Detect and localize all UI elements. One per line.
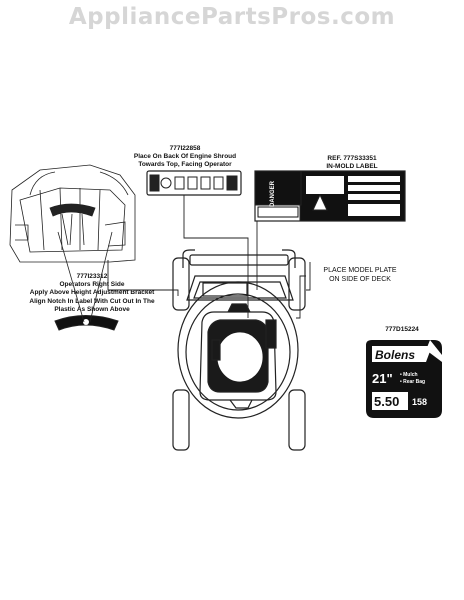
mold-label-line1: IN-MOLD LABEL	[326, 163, 378, 171]
bolens-brand-text: Bolens	[375, 348, 415, 362]
height-label-line1: Operators Right Side	[59, 281, 125, 289]
engine-label-line1: Place On Back Of Engine Shroud	[133, 153, 237, 161]
bolens-torque-text: 5.50	[374, 394, 399, 409]
engine-label-callout: 777I22858 Place On Back Of Engine Shroud…	[120, 145, 250, 170]
mold-label-callout: REF. 777S33351 IN-MOLD LABEL	[292, 155, 412, 171]
model-plate-callout: PLACE MODEL PLATE ON SIDE OF DECK	[310, 266, 410, 284]
height-label-callout: 777I23312 Operators Right Side Apply Abo…	[22, 273, 162, 314]
engine-sketch	[9, 164, 136, 263]
engine-label-line2: Towards Top, Facing Operator	[138, 161, 232, 169]
model-plate-line1: PLACE MODEL PLATE	[323, 267, 397, 274]
engine-label-decal	[146, 170, 242, 196]
height-notch-label-decal	[54, 315, 119, 331]
danger-word: DANGER	[270, 180, 276, 207]
height-label-part-number: 777I23312	[76, 273, 108, 280]
watermark: AppliancePartsPros.com	[68, 4, 396, 30]
height-label-line2: Apply Above Height Adjustment Bracket	[29, 289, 155, 297]
bolens-cc-text: 158	[412, 397, 427, 407]
mold-label-ref: REF. 777S33351	[327, 155, 377, 162]
bolens-label-callout: 777D15224	[362, 326, 442, 334]
bolens-feature-mulch: • Mulch	[400, 372, 418, 378]
bolens-label-decal: Bolens 21" • Mulch • Rear Bag 5.50 158	[366, 340, 442, 418]
bolens-size-text: 21"	[372, 371, 393, 386]
height-label-line4: Plastic As Shown Above	[54, 305, 130, 313]
leader-lines	[57, 195, 311, 323]
bolens-label-part-number: 777D15224	[385, 326, 419, 333]
danger-label-decal	[254, 170, 406, 222]
mower-body	[172, 249, 306, 451]
engine-label-part-number: 777I22858	[169, 145, 201, 152]
height-label-line3: Align Notch In Label With Cut Out In The	[29, 297, 155, 305]
bolens-feature-bag: • Rear Bag	[400, 379, 425, 385]
model-plate-line2: ON SIDE OF DECK	[329, 276, 391, 283]
